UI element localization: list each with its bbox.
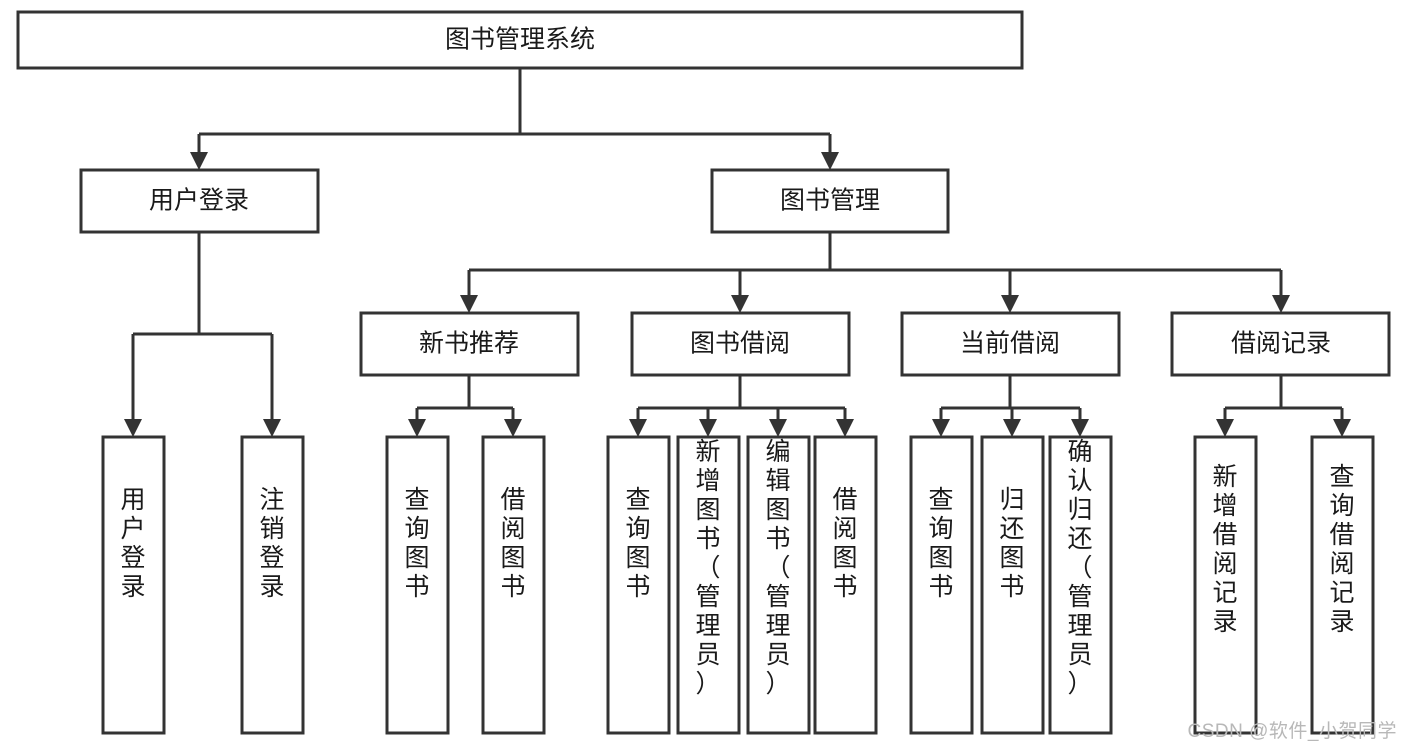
leaf-confirm-return-label: 确认归还（管理员）	[1067, 438, 1092, 698]
leaf-add-book-label: 新增图书（管理员）	[695, 438, 720, 698]
arrow-current-borrow	[1001, 295, 1019, 313]
leaf-borrow-book-2[interactable]: 借阅图书	[813, 435, 878, 735]
nodes-layer: 图书管理系统 用户登录 图书管理 新书推荐 图书借阅	[16, 10, 1391, 735]
leaf-query-book-3[interactable]: 查询图书	[909, 435, 974, 735]
leaf-query-book-3-label: 查询图书	[928, 486, 953, 601]
leaf-query-record-label: 查询借阅记录	[1329, 463, 1354, 636]
node-user-login[interactable]: 用户登录	[79, 168, 320, 234]
arrow-leaf-query-record	[1333, 419, 1351, 437]
leaf-confirm-return[interactable]: 确认归还（管理员）	[1048, 435, 1113, 735]
node-new-book-recommend-label: 新书推荐	[419, 330, 519, 358]
leaf-query-book-1-label: 查询图书	[404, 486, 429, 601]
leaf-user-logout-label: 注销登录	[259, 486, 284, 601]
leaf-query-book-2[interactable]: 查询图书	[606, 435, 671, 735]
node-book-borrow-label: 图书借阅	[690, 330, 790, 358]
leaf-return-book[interactable]: 归还图书	[980, 435, 1045, 735]
node-root-label: 图书管理系统	[445, 26, 595, 54]
leaf-user-logout[interactable]: 注销登录	[240, 435, 305, 735]
node-borrow-record[interactable]: 借阅记录	[1170, 311, 1391, 377]
arrow-leaf-confirm-return	[1071, 419, 1089, 437]
leaf-borrow-book-1[interactable]: 借阅图书	[481, 435, 546, 735]
arrow-to-book-manage	[821, 152, 839, 170]
arrow-book-borrow	[731, 295, 749, 313]
leaf-edit-book-label: 编辑图书（管理员）	[765, 438, 790, 698]
node-book-manage[interactable]: 图书管理	[710, 168, 950, 234]
arrow-leaf-user-logout	[263, 419, 281, 437]
node-current-borrow-label: 当前借阅	[960, 330, 1060, 358]
arrow-leaf-query-book-2	[629, 419, 647, 437]
leaf-user-login[interactable]: 用户登录	[101, 435, 166, 735]
edges-layer	[124, 68, 1351, 437]
node-root[interactable]: 图书管理系统	[16, 10, 1024, 70]
arrow-to-user-login	[190, 152, 208, 170]
arrow-leaf-add-book	[699, 419, 717, 437]
node-new-book-recommend[interactable]: 新书推荐	[359, 311, 580, 377]
node-user-login-label: 用户登录	[149, 187, 249, 215]
leaf-query-record[interactable]: 查询借阅记录	[1310, 435, 1375, 735]
leaf-user-login-label: 用户登录	[120, 486, 145, 601]
arrow-leaf-user-login	[124, 419, 142, 437]
arrow-leaf-edit-book	[769, 419, 787, 437]
arrow-leaf-add-record	[1216, 419, 1234, 437]
leaf-borrow-book-1-label: 借阅图书	[500, 486, 525, 601]
arrow-leaf-borrow-book-2	[836, 419, 854, 437]
arrow-new-book-recommend	[460, 295, 478, 313]
leaf-query-book-1[interactable]: 查询图书	[385, 435, 450, 735]
arrow-leaf-query-book-3	[932, 419, 950, 437]
leaf-query-book-2-label: 查询图书	[625, 486, 650, 601]
leaf-return-book-label: 归还图书	[999, 486, 1024, 601]
node-book-borrow[interactable]: 图书借阅	[630, 311, 851, 377]
node-borrow-record-label: 借阅记录	[1231, 330, 1331, 358]
leaf-add-record-label: 新增借阅记录	[1212, 463, 1237, 636]
node-book-manage-label: 图书管理	[780, 187, 880, 215]
arrow-borrow-record	[1272, 295, 1290, 313]
arrow-leaf-borrow-book-1	[504, 419, 522, 437]
leaf-edit-book[interactable]: 编辑图书（管理员）	[746, 435, 811, 735]
leaf-add-record[interactable]: 新增借阅记录	[1193, 435, 1258, 735]
node-current-borrow[interactable]: 当前借阅	[900, 311, 1121, 377]
arrow-leaf-query-book-1	[408, 419, 426, 437]
leaf-borrow-book-2-label: 借阅图书	[832, 486, 857, 601]
arrow-leaf-return-book	[1003, 419, 1021, 437]
leaf-add-book[interactable]: 新增图书（管理员）	[676, 435, 741, 735]
